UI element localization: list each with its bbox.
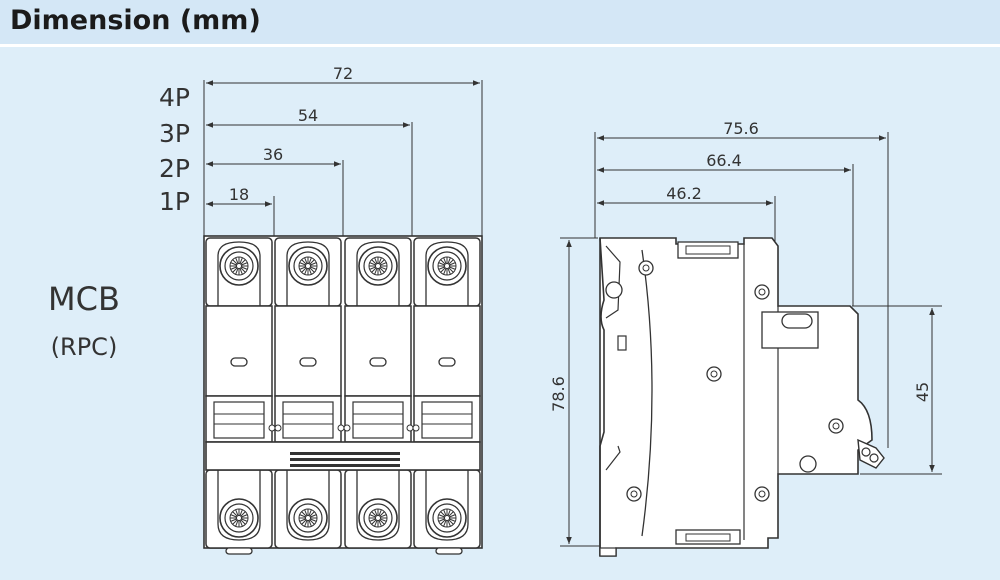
depth-max-value: 75.6 (723, 119, 759, 138)
product-label: MCB (48, 280, 120, 318)
mcb-side-body (599, 237, 885, 557)
depth-min-value: 46.2 (666, 184, 702, 203)
width-2p-value: 36 (263, 145, 283, 164)
front-view (203, 80, 483, 238)
pole-label-3p: 3P (159, 119, 190, 148)
mcb-front-body (203, 235, 483, 555)
pole-label-4p: 4P (159, 83, 190, 112)
page-title: Dimension (mm) (10, 5, 261, 36)
width-3p-value: 54 (298, 106, 318, 125)
depth-mid-value: 66.4 (706, 151, 742, 170)
rail-height-value: 45 (913, 382, 932, 402)
pole-label-1p: 1P (159, 187, 190, 216)
variant-label: (RPC) (51, 333, 118, 361)
width-1p-value: 18 (229, 185, 249, 204)
width-4p-value: 72 (333, 64, 353, 83)
header-bar: Dimension (mm) (0, 0, 1000, 47)
pole-label-2p: 2P (159, 154, 190, 183)
height-value: 78.6 (549, 376, 568, 412)
side-view-dimensions (560, 132, 942, 547)
